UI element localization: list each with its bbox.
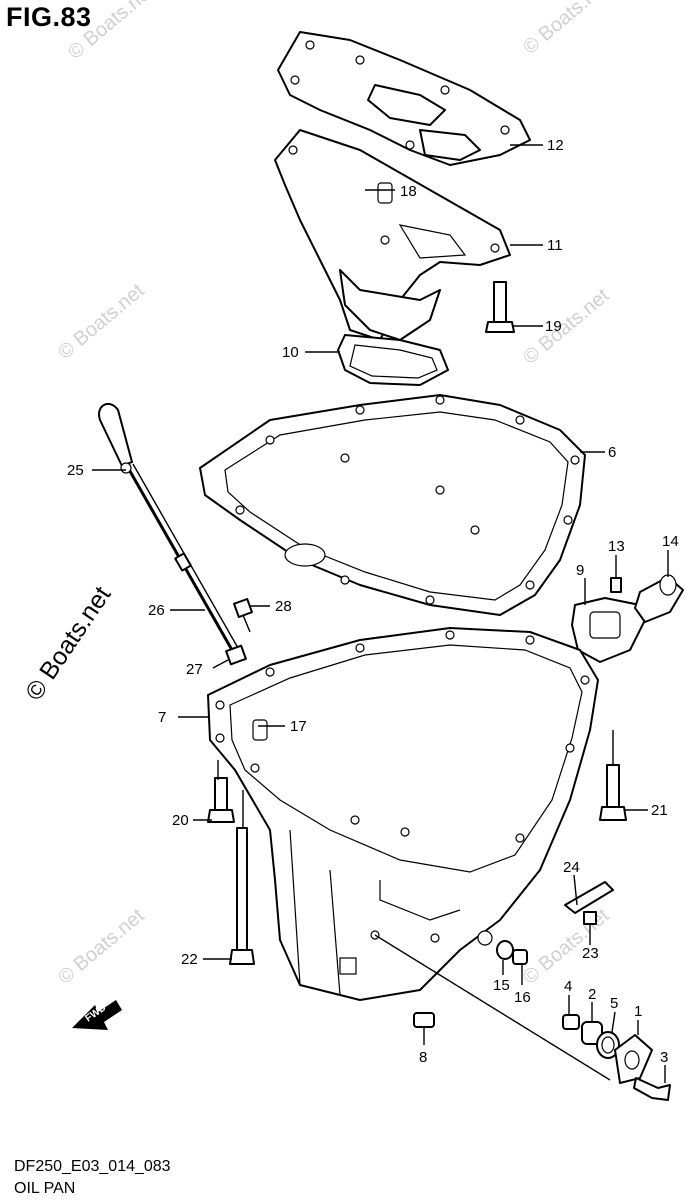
part-1-cover bbox=[614, 1034, 653, 1084]
callout-10: 10 bbox=[282, 344, 299, 361]
callout-7: 7 bbox=[158, 709, 166, 726]
callout-2: 2 bbox=[588, 986, 596, 1003]
part-13-bolt bbox=[610, 577, 622, 593]
part-25-dipstick bbox=[98, 402, 239, 651]
callout-18: 18 bbox=[400, 183, 417, 200]
callout-1: 1 bbox=[634, 1003, 642, 1020]
callout-28: 28 bbox=[275, 598, 292, 615]
watermark: © Boats.net bbox=[64, 0, 159, 64]
part-14-sensor bbox=[634, 574, 684, 623]
part-21-bolt bbox=[599, 764, 627, 821]
callout-19: 19 bbox=[545, 318, 562, 335]
callout-17: 17 bbox=[290, 718, 307, 735]
callout-27: 27 bbox=[186, 661, 203, 678]
callout-9: 9 bbox=[576, 562, 584, 579]
part-10-gasket bbox=[337, 334, 449, 386]
callout-25: 25 bbox=[67, 462, 84, 479]
callout-23: 23 bbox=[582, 945, 599, 962]
part-23-bolt bbox=[583, 911, 597, 925]
part-16-plug bbox=[512, 949, 528, 965]
callout-4: 4 bbox=[564, 978, 572, 995]
callout-12: 12 bbox=[547, 137, 564, 154]
fwd-arrow-icon: FWD bbox=[72, 1000, 122, 1030]
callout-15: 15 bbox=[493, 977, 510, 994]
part-4-bolt bbox=[562, 1014, 580, 1030]
part-11-adapter bbox=[274, 129, 511, 341]
figure-title: FIG.83 bbox=[6, 2, 92, 32]
callout-5: 5 bbox=[610, 995, 618, 1012]
figure-code: DF250_E03_014_083 bbox=[14, 1158, 171, 1175]
figure-name: OIL PAN bbox=[14, 1180, 76, 1197]
part-3-bolt bbox=[633, 1077, 671, 1101]
part-9-housing bbox=[571, 597, 646, 663]
callout-26: 26 bbox=[148, 602, 165, 619]
callout-13: 13 bbox=[608, 538, 625, 555]
watermark: © Boats.net bbox=[54, 904, 149, 988]
watermark: © Boats.net bbox=[54, 279, 149, 363]
watermark: © Boats.net bbox=[519, 0, 614, 59]
callout-14: 14 bbox=[662, 533, 679, 550]
part-19-bolt bbox=[485, 281, 515, 333]
callout-20: 20 bbox=[172, 812, 189, 829]
part-7-oil-pan bbox=[207, 627, 599, 1001]
callout-labels: 12 11 18 19 10 6 25 9 13 14 26 28 27 7 1… bbox=[67, 137, 679, 1066]
part-15-washer bbox=[496, 940, 514, 960]
callout-6: 6 bbox=[608, 444, 616, 461]
part-22-bolt bbox=[229, 827, 255, 965]
leader-lines bbox=[92, 144, 669, 1083]
watermark: © Boats.net bbox=[519, 904, 614, 988]
callout-3: 3 bbox=[660, 1049, 668, 1066]
part-24-bracket bbox=[564, 881, 614, 914]
part-5-oring bbox=[596, 1031, 620, 1059]
part-12-gasket bbox=[277, 31, 531, 166]
callout-11: 11 bbox=[547, 237, 563, 254]
part-20-bolt bbox=[207, 777, 235, 823]
callout-21: 21 bbox=[651, 802, 668, 819]
callout-8: 8 bbox=[419, 1049, 427, 1066]
part-8-drain bbox=[413, 1012, 435, 1028]
callout-16: 16 bbox=[514, 989, 531, 1006]
callout-22: 22 bbox=[181, 951, 198, 968]
part-28-bolt bbox=[233, 598, 253, 633]
part-27-oring bbox=[225, 644, 247, 666]
part-6-gasket bbox=[199, 394, 586, 616]
callout-24: 24 bbox=[563, 859, 580, 876]
